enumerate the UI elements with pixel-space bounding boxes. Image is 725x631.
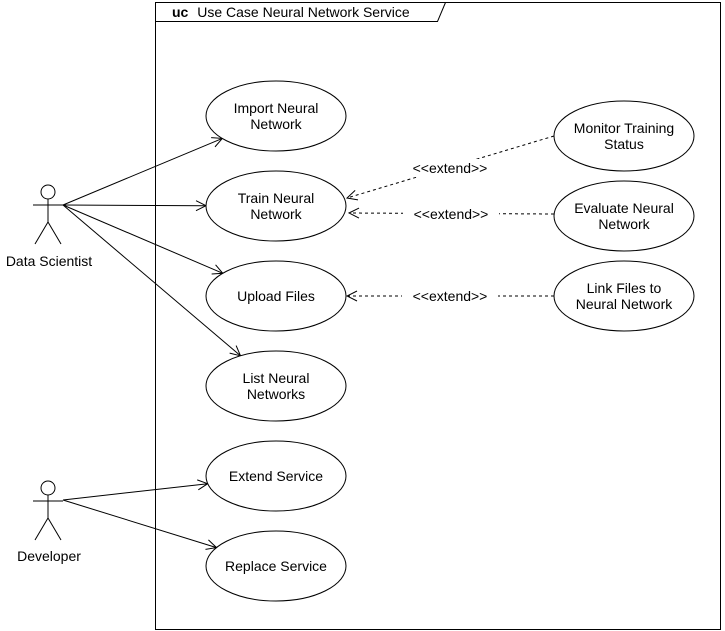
actor-label: Developer (17, 548, 81, 564)
association-line (62, 138, 222, 206)
frame-tab (155, 2, 446, 22)
use-case-replace-service: Replace Service (205, 530, 347, 602)
extend-label: <<extend>> (413, 288, 488, 304)
frame-name: Use Case Neural Network Service (197, 4, 410, 20)
use-case-ellipse (553, 180, 695, 252)
actor-head (40, 184, 56, 200)
extend-label: <<extend>> (414, 206, 489, 222)
use-case-label: Status (604, 136, 644, 152)
use-case-label: Network (598, 216, 650, 232)
use-case-ellipse (205, 350, 347, 422)
actor-developer: Developer (17, 480, 81, 564)
association-line (62, 499, 217, 548)
actor-leg-right (47, 517, 62, 541)
use-case-label: Networks (247, 386, 305, 402)
association-lines (62, 138, 241, 548)
use-case-label: Evaluate Neural (574, 200, 674, 216)
actor-label: Data Scientist (6, 253, 92, 269)
use-case-ellipse (205, 440, 347, 512)
use-case-extend-service: Extend Service (205, 440, 347, 512)
frame-keyword: uc (172, 4, 189, 20)
use-case-ellipse (553, 260, 695, 332)
use-case-label: Network (250, 206, 302, 222)
use-case-label: Extend Service (229, 468, 323, 484)
use-case-label: Upload Files (237, 288, 315, 304)
actor-leg-left (34, 221, 49, 245)
stick-figure-icon (33, 480, 63, 541)
use-case-ellipse (205, 530, 347, 602)
actor-leg-right (47, 221, 62, 245)
use-case-upload-files: Upload Files (205, 260, 347, 332)
frame-border (155, 2, 721, 630)
use-case-label: Import Neural (234, 100, 319, 116)
use-case-label: List Neural (243, 370, 310, 386)
use-case-ellipse (205, 260, 347, 332)
actor-leg-left (34, 517, 49, 541)
system-frame: uc Use Case Neural Network Service (155, 2, 721, 630)
use-case-label: Network (250, 116, 302, 132)
actor-data-scientist: Data Scientist (6, 184, 92, 269)
use-case-ellipse (205, 170, 347, 242)
use-case-ellipse (205, 80, 347, 152)
actor-head (40, 480, 56, 496)
extend-label-bg (402, 159, 498, 177)
stick-figure-icon (33, 184, 63, 245)
association-line (62, 484, 208, 501)
use-case-label: Neural Network (576, 296, 673, 312)
extend-label: <<extend>> (413, 160, 488, 176)
use-case-ellipse (553, 100, 695, 172)
extend-relations: <<extend>> <<extend>> <<extend>> (347, 135, 555, 305)
extend-label-bg (402, 287, 498, 305)
frame-title: uc Use Case Neural Network Service (172, 4, 410, 20)
extend-label-bg (403, 205, 499, 223)
use-case-label: Monitor Training (574, 120, 674, 136)
association-line (62, 204, 223, 273)
association-line (62, 204, 241, 356)
association-line (62, 205, 206, 206)
use-case-label: Train Neural (238, 190, 315, 206)
use-case-label: Link Files to (587, 280, 662, 296)
use-case-label: Replace Service (225, 558, 327, 574)
